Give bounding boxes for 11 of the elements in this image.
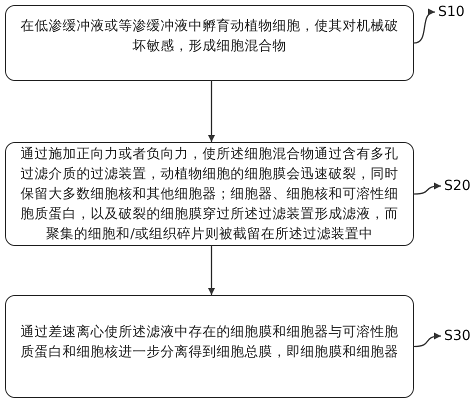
step-label: S30: [444, 328, 471, 344]
leader-line: [414, 10, 436, 44]
process-box: 在低渗缓冲液或等渗缓冲液中孵育动植物细胞，使其对机械破坏敏感，形成细胞混合物: [5, 5, 414, 81]
step-label: S20: [444, 178, 471, 194]
leader-line: [414, 332, 442, 348]
process-box: 通过施加正向力或者负向力，使所述细胞混合物通过含有多孔过滤介质的过滤装置，动植物细胞的细胞膜会迅速破裂，同时保留大多数细胞核和其他细胞器；细胞器、细胞核和可溶性细胞质蛋白，以及破裂的细胞膜穿过所述过滤装置形成滤液，而聚集的细胞和/或组织碎片则被截留在所述过滤装置中: [5, 142, 414, 246]
process-box: 通过差速离心使所述滤液中存在的细胞膜和细胞器与可溶性胞质蛋白和细胞核进一步分离得到细胞总膜，即细胞膜和细胞器: [5, 295, 414, 398]
leader-line: [414, 182, 442, 195]
step-label: S10: [438, 4, 465, 20]
arrow: [208, 246, 215, 295]
arrow: [208, 81, 215, 142]
